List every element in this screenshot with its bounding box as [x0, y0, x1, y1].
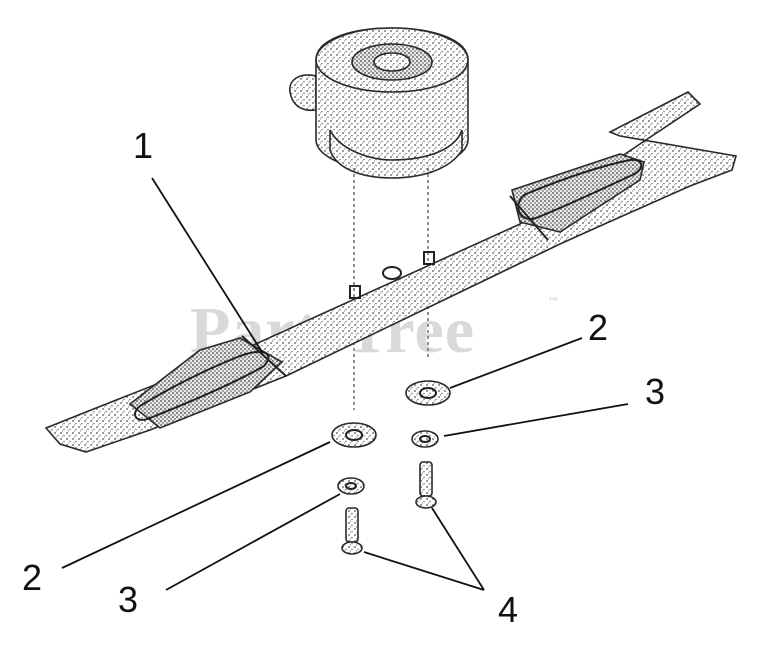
leader-4-right: [431, 507, 485, 591]
spindle-hub: [289, 27, 469, 179]
callout-2-left: 2: [22, 557, 42, 598]
callout-2-right: 2: [588, 307, 608, 348]
leader-3-left: [165, 493, 341, 591]
lockwasher-right: [411, 430, 439, 448]
blade-slot-right: [423, 251, 435, 265]
callout-1: 1: [133, 125, 153, 166]
callout-3-left: 3: [118, 579, 138, 620]
leader-2-left: [61, 441, 331, 569]
blade-slot-left: [349, 285, 361, 299]
callout-4: 4: [498, 589, 518, 630]
bolt-left: [341, 507, 363, 555]
washer-right: [405, 380, 451, 406]
callout-3-right: 3: [645, 371, 665, 412]
leader-4-left: [363, 551, 485, 591]
lockwasher-left: [337, 477, 365, 495]
washer-left: [331, 422, 377, 448]
leader-2-right: [449, 337, 583, 389]
blade-center-hole: [382, 266, 402, 280]
leader-1: [151, 177, 263, 353]
bolt-right: [415, 461, 437, 509]
mower-blade: [44, 91, 738, 453]
leader-3-right: [443, 403, 629, 437]
watermark-trademark: ™: [548, 296, 558, 307]
